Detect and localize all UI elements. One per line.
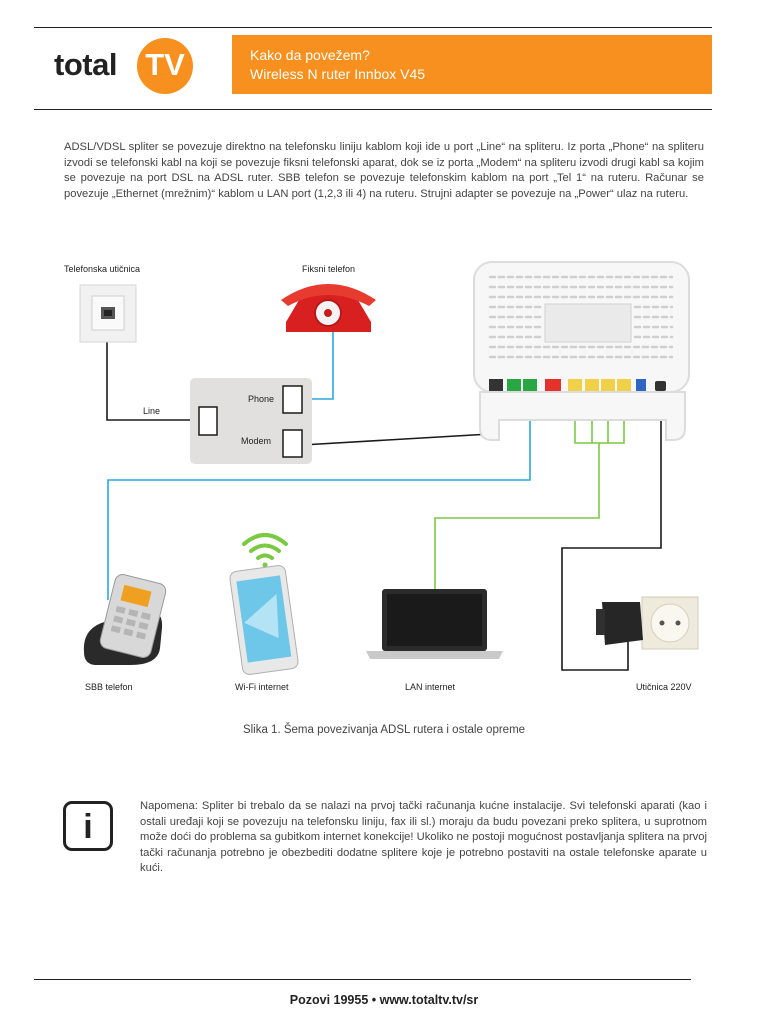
- label-fixed-phone: Fiksni telefon: [302, 264, 355, 274]
- power-adapter: [596, 596, 699, 650]
- label-wifi: Wi-Fi internet: [235, 682, 289, 692]
- fixed-phone: [281, 284, 376, 332]
- label-line: Line: [143, 406, 160, 416]
- sbb-phone: [83, 574, 167, 665]
- info-icon: i: [63, 801, 113, 851]
- laptop: [366, 589, 503, 659]
- header-title-line1: Kako da povežem?: [250, 47, 370, 63]
- label-modem-port: Modem: [241, 436, 271, 446]
- phone-cable: [302, 326, 334, 400]
- dsl-cable: [301, 392, 497, 446]
- router-ports: [489, 379, 666, 391]
- wall-socket: [79, 284, 137, 343]
- sbb-phone-cable: [107, 392, 531, 600]
- label-sbb-phone: SBB telefon: [85, 682, 133, 692]
- footer-rule: [34, 979, 691, 980]
- wifi-icon: [242, 533, 288, 568]
- header-title-line2: Wireless N ruter Innbox V45: [250, 66, 426, 82]
- line-cable: [106, 328, 200, 421]
- label-phone-port: Phone: [248, 394, 274, 404]
- router: [473, 261, 690, 441]
- label-power: Utičnica 220V: [636, 682, 692, 692]
- figure-caption: Slika 1. Šema povezivanja ADSL rutera i …: [242, 724, 526, 736]
- label-lan: LAN internet: [405, 682, 456, 692]
- footer-contact: Pozovi 19955 • www.totaltv.tv/sr: [289, 993, 479, 1007]
- note-paragraph: Napomena: Spliter bi trebalo da se nalaz…: [140, 800, 707, 875]
- header-banner: Kako da povežem? Wireless N ruter Innbox…: [232, 35, 712, 94]
- power-cable: [561, 400, 662, 671]
- logo-circle: TV: [137, 38, 193, 94]
- splitter: [190, 378, 312, 464]
- lan-cable: [434, 443, 600, 590]
- router-vents: [488, 275, 674, 359]
- header-rule: [34, 109, 712, 110]
- logo-mark: TV: [145, 47, 185, 82]
- top-rule: [34, 27, 712, 28]
- logo-word: total: [54, 47, 117, 82]
- connection-diagram: Telefonska utičnica Fiksni telefon Line …: [64, 261, 699, 692]
- smartphone: [229, 565, 299, 675]
- label-wall-socket: Telefonska utičnica: [64, 264, 140, 274]
- info-icon-glyph: i: [83, 808, 93, 846]
- intro-paragraph: ADSL/VDSL spliter se povezuje direktno n…: [64, 141, 704, 200]
